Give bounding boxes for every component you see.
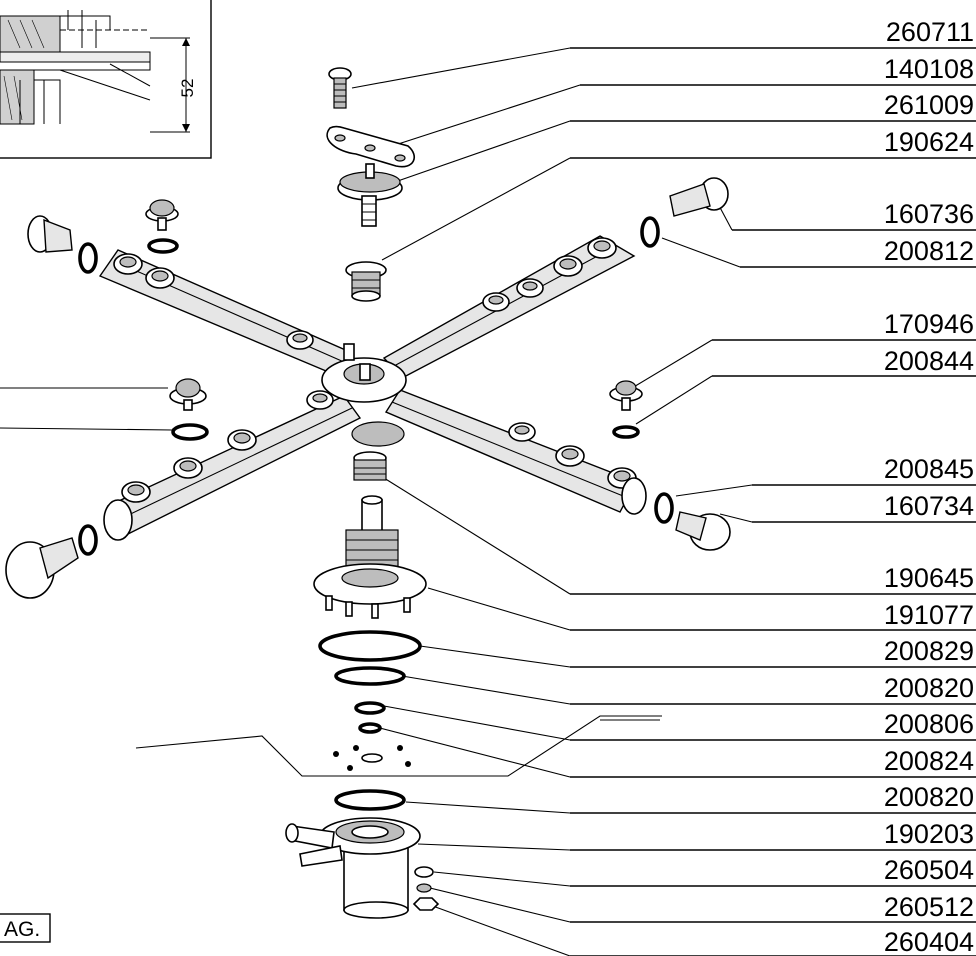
- seal-ring: [318, 630, 422, 662]
- bushing: [345, 261, 387, 302]
- part-label: 190624: [570, 127, 976, 159]
- seal-ring: [334, 789, 406, 811]
- o-ring: [171, 423, 209, 441]
- nozzle-cap: [145, 199, 179, 231]
- svg-text:261009: 261009: [884, 90, 974, 120]
- part-label: 200829: [570, 636, 976, 668]
- part-label: 190203: [570, 819, 976, 851]
- part-label: 261009: [570, 90, 976, 122]
- svg-text:200824: 200824: [884, 746, 974, 776]
- svg-text:191077: 191077: [884, 600, 974, 630]
- part-label: 170946: [712, 309, 976, 341]
- retaining-plate: [326, 125, 416, 168]
- nozzle-cap: [169, 378, 207, 411]
- spray-arm-assembly: [98, 235, 647, 541]
- end-cap-knob: [5, 524, 98, 599]
- part-label: 190645: [570, 563, 976, 595]
- shaft-flange: [313, 495, 427, 619]
- sump-housing: [285, 817, 421, 919]
- svg-text:AG.: AG.: [4, 918, 40, 941]
- svg-text:200806: 200806: [884, 709, 974, 739]
- tank-bottom-outline: [135, 715, 662, 777]
- svg-text:260404: 260404: [884, 927, 974, 956]
- svg-text:190645: 190645: [884, 563, 974, 593]
- part-label: 200845: [752, 454, 976, 486]
- part-label: 200820: [570, 782, 976, 814]
- nozzle-cap: [609, 380, 643, 411]
- svg-text:260504: 260504: [884, 855, 974, 885]
- end-cap-knob: [654, 492, 731, 551]
- seal-ring: [358, 722, 382, 734]
- svg-text:260512: 260512: [884, 892, 974, 922]
- svg-text:160736: 160736: [884, 199, 974, 229]
- part-label: 260504: [570, 855, 976, 887]
- svg-text:200844: 200844: [884, 346, 974, 376]
- part-label: 200824: [570, 746, 976, 778]
- screw: [328, 67, 352, 109]
- part-label: 160734: [752, 491, 976, 523]
- o-ring: [147, 238, 179, 254]
- svg-text:200820: 200820: [884, 673, 974, 703]
- svg-text:200812: 200812: [884, 236, 974, 266]
- o-ring: [612, 425, 640, 439]
- part-number-list: 260711 140108 261009 190624 160736 20081…: [570, 17, 976, 956]
- gear-wheel: [337, 163, 403, 227]
- seal-ring: [354, 701, 386, 715]
- end-cap-knob: [27, 215, 98, 274]
- part-label: 200820: [570, 673, 976, 705]
- part-label: 140108: [580, 54, 976, 86]
- svg-text:140108: 140108: [884, 54, 974, 84]
- dimension-label: 52: [178, 79, 197, 98]
- leader-lines: [0, 47, 753, 956]
- part-label: 260404: [570, 927, 976, 956]
- part-label: 200812: [740, 236, 976, 268]
- svg-text:260711: 260711: [886, 17, 974, 47]
- svg-text:160734: 160734: [884, 491, 974, 521]
- end-cap-knob: [640, 177, 729, 248]
- washer: [414, 866, 434, 878]
- svg-text:200820: 200820: [884, 782, 974, 812]
- svg-text:200829: 200829: [884, 636, 974, 666]
- svg-text:190624: 190624: [884, 127, 974, 157]
- svg-text:200845: 200845: [884, 454, 974, 484]
- figure-tag: AG.: [0, 913, 51, 943]
- part-label: 160736: [732, 199, 976, 231]
- part-label: 191077: [570, 600, 976, 631]
- part-label: 260711: [570, 17, 976, 49]
- svg-text:170946: 170946: [884, 309, 974, 339]
- part-label: 260512: [570, 892, 976, 923]
- seal-ring: [334, 666, 406, 686]
- hex-nut: [412, 897, 440, 911]
- part-label: 200844: [712, 346, 976, 377]
- detail-inset: 52: [0, 0, 212, 159]
- svg-text:190203: 190203: [884, 819, 974, 849]
- spring-washer: [416, 883, 432, 893]
- lower-bushing: [353, 451, 387, 481]
- part-label: 200806: [570, 709, 976, 741]
